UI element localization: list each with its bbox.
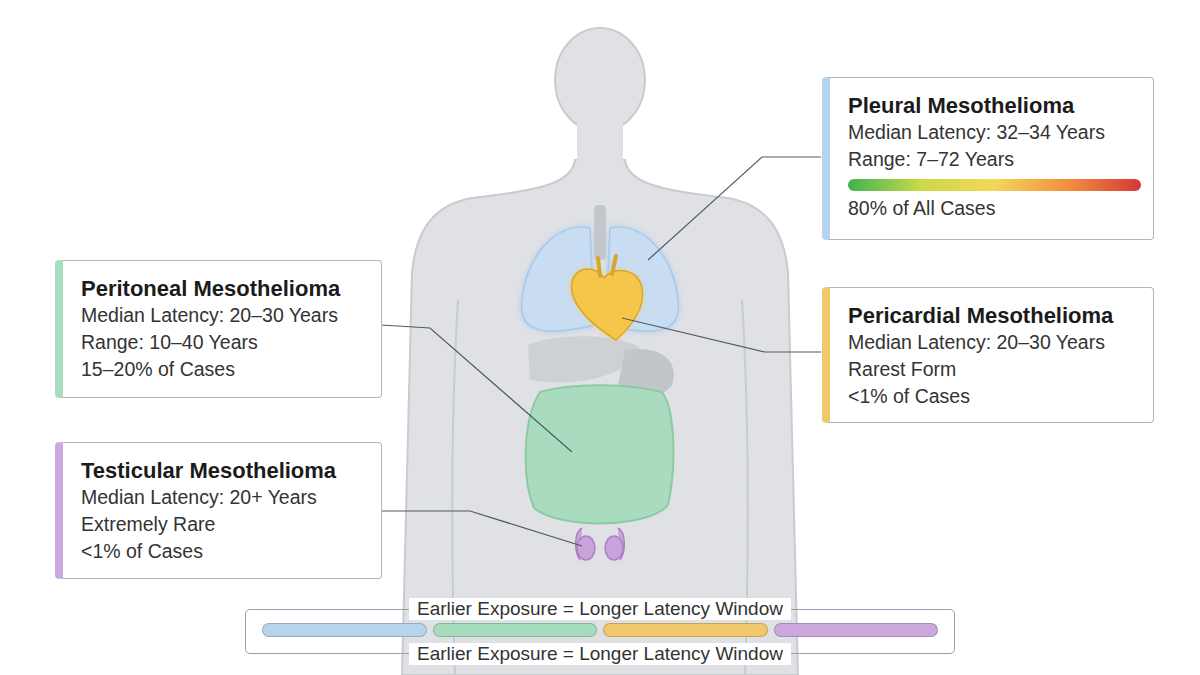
callout-detail: Median Latency: 32–34 Years [848,119,1141,146]
peritoneal-callout: Peritoneal MesotheliomaMedian Latency: 2… [55,260,382,398]
callout-detail: <1% of Cases [848,383,1141,410]
callout-detail: Extremely Rare [81,511,369,538]
pericardial-callout: Pericardial MesotheliomaMedian Latency: … [822,287,1154,423]
latency-gradient [848,179,1141,191]
color-bar [433,623,598,637]
callout-detail: Median Latency: 20+ Years [81,484,369,511]
callout-title: Pleural Mesothelioma [848,92,1141,119]
callout-detail: Median Latency: 20–30 Years [81,302,369,329]
heart [572,256,643,340]
exposure-note-box: Earlier Exposure = Longer Latency Window… [245,609,955,654]
callout-detail: Range: 10–40 Years [81,329,369,356]
color-bar-row [262,623,938,637]
callout-detail: 80% of All Cases [848,195,1141,222]
callout-detail: Rarest Form [848,356,1141,383]
trachea [594,205,606,260]
color-bar [603,623,768,637]
callout-detail: Range: 7–72 Years [848,146,1141,173]
testes [576,528,625,560]
color-bar [774,623,939,637]
pleural-callout: Pleural MesotheliomaMedian Latency: 32–3… [822,77,1154,240]
peritoneum [526,385,674,523]
callout-title: Pericardial Mesothelioma [848,302,1141,329]
leader-line [381,157,821,546]
callout-detail: <1% of Cases [81,538,369,565]
color-bar [262,623,427,637]
footer-note: Earlier Exposure = Longer Latency Window [409,643,791,665]
footer-note: Earlier Exposure = Longer Latency Window [409,598,791,620]
callout-title: Peritoneal Mesothelioma [81,275,369,302]
callout-detail: Median Latency: 20–30 Years [848,329,1141,356]
callout-title: Testicular Mesothelioma [81,457,369,484]
testicular-callout: Testicular MesotheliomaMedian Latency: 2… [55,442,382,579]
callout-detail: 15–20% of Cases [81,356,369,383]
body-silhouette [402,28,798,675]
